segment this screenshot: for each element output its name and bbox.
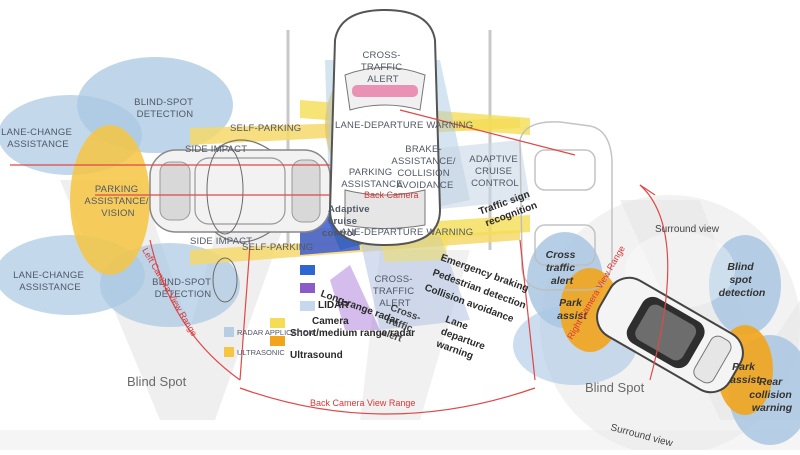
ghost-car-right [519,121,613,291]
legend-swatch-ultrasound [270,336,285,346]
left-car [149,139,331,243]
camera-ranges [10,109,669,415]
label-lane-change-top: LANE-CHANGE ASSISTANCE [1,127,75,150]
legend-radar-application: RADAR APPLICATION [237,328,314,337]
legend-camera: Camera [312,316,349,327]
label-parking-assistance: PARKING ASSISTANCE [341,167,402,190]
label-self-parking-bottom: SELF-PARKING [242,242,313,253]
label-blind-spot-right: Blind spot detection [719,261,766,299]
label-cross-traffic-right: Cross traffic alert [546,249,579,287]
right-car [596,276,744,394]
legend-swatch-camera [300,301,315,311]
label-back-camera: Back Camera [364,190,419,200]
cruise-control-zone [420,140,530,210]
label-lane-departure-bottom: LANE-DEPARTURE WARNING [335,227,473,238]
label-blind-spot-bottom: BLIND-SPOT DETECTION [152,277,214,300]
motorcycle-sketch [206,145,244,303]
label-park-assist-left: Park assist [557,297,587,322]
label-cross-traffic-top: CROSS- TRAFFIC ALERT [361,50,405,85]
label-side-impact-top: SIDE IMPACT [185,144,247,155]
label-lane-change-bottom: LANE-CHANGE ASSISTANCE [13,270,87,293]
parking-vision-zone [70,125,150,275]
label-self-parking-top: SELF-PARKING [230,123,301,134]
label-cross-traffic-bottom: CROSS- TRAFFIC ALERT [373,274,417,309]
legend-swatch-long-range [300,265,315,275]
label-rear-collision: Rear collision warning [749,376,795,414]
center-car [328,8,442,247]
label-park-assist-right: Park assist [730,361,760,386]
label-parking-assistance-vision: PARKING ASSISTANCE/ VISION [84,184,151,219]
legend-ultrasound: Ultrasound [290,350,343,361]
label-brake-assistance: BRAKE- ASSISTANCE/ COLLISION AVOIDANCE [391,144,458,191]
label-blind-spot-right-caption: Blind Spot [585,380,645,395]
label-back-camera-range: Back Camera View Range [310,398,415,408]
legend-swatch-lidar [300,283,315,293]
label-adaptive-cruise-overlay: Adaptive cruise control [322,204,373,239]
label-adaptive-cruise: ADAPTIVE CRUISE CONTROL [469,154,520,189]
label-side-impact-bottom: SIDE IMPACT [190,236,252,247]
legend-lidar: LIDAR [318,300,349,311]
legend [224,265,315,357]
label-blind-spot-top: BLIND-SPOT DETECTION [134,97,196,120]
label-lane-departure-top: LANE-DEPARTURE WARNING [335,120,473,131]
legend-swatch-ultrasonic [224,347,234,357]
label-blind-spot-left: Blind Spot [127,374,187,389]
legend-swatch-short-radar [270,318,285,328]
blind-spot-zone-bottom [100,243,240,327]
blind-spot-zone-right [709,235,781,335]
purple-zone [330,265,380,330]
legend-swatch-radar-app [224,327,234,337]
label-surround-view-top: Surround view [655,224,720,235]
legend-ultrasonic: ULTRASONIC [237,348,285,357]
legend-short-radar: Short/medium range radar [290,328,415,339]
